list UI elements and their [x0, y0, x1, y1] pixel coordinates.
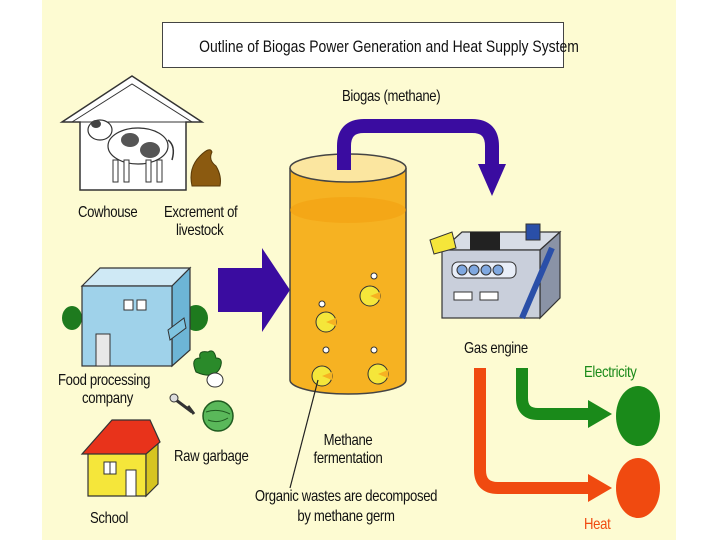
- excrement-icon: [190, 149, 221, 187]
- input-arrow: [218, 248, 290, 332]
- food-processing-label-line1: Food processing: [58, 372, 151, 389]
- methane-label-line1: Methane: [323, 432, 373, 449]
- biogas-arrow: [337, 119, 499, 170]
- school-label: School: [90, 510, 129, 527]
- raw-garbage-label: Raw garbage: [174, 448, 249, 465]
- heat-circle: [616, 458, 660, 518]
- factory-icon: [62, 266, 208, 368]
- gas-engine-label: Gas engine: [464, 340, 528, 357]
- organic-wastes-label-line2: by methane germ: [297, 508, 395, 525]
- methane-germ-icon: [311, 272, 389, 387]
- cowhouse-icon: [59, 75, 205, 191]
- electricity-circle: [616, 386, 660, 446]
- biogas-label: Biogas (methane): [342, 88, 441, 105]
- methane-label-line2: fermentation: [313, 450, 383, 467]
- raw-garbage-icon: [169, 350, 234, 432]
- pointer-line: [289, 379, 319, 489]
- heat-label: Heat: [584, 516, 611, 533]
- electricity-arrow: [516, 368, 592, 420]
- electricity-label: Electricity: [584, 364, 637, 381]
- organic-wastes-label-line1: Organic wastes are decomposed: [254, 488, 438, 505]
- food-processing-label-line2: company: [82, 390, 133, 407]
- gas-engine-icon: [429, 223, 562, 320]
- heat-arrow: [474, 368, 592, 494]
- cowhouse-label: Cowhouse: [78, 204, 138, 221]
- excrement-label-line2: livestock: [176, 222, 224, 239]
- diagram-title: Outline of Biogas Power Generation and H…: [199, 37, 579, 56]
- excrement-label-line1: Excrement of: [164, 204, 238, 221]
- school-icon: [80, 419, 161, 498]
- cow-icon: [87, 119, 175, 183]
- biogas-arrowhead: [478, 164, 506, 196]
- fermentation-tank: [289, 153, 407, 395]
- title-box: Outline of Biogas Power Generation and H…: [162, 22, 579, 68]
